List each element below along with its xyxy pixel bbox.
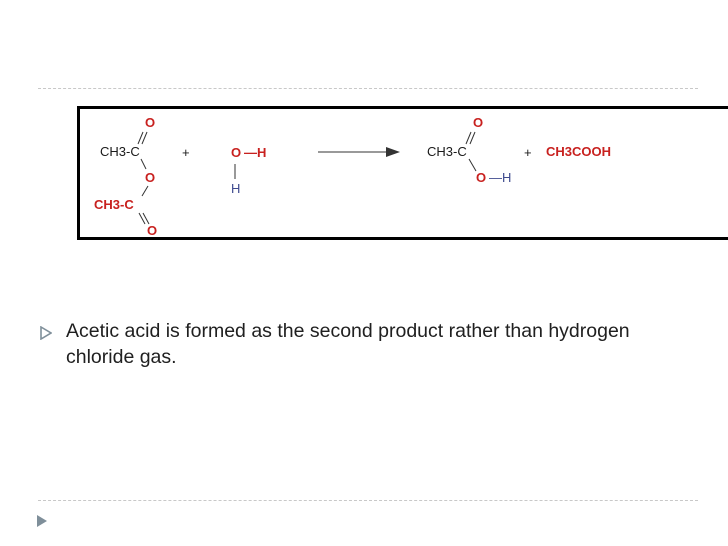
reactant1-double-bond-a [137,131,144,145]
product1-group: CH3-C [427,144,467,159]
reactant1-bond-to-lower [141,185,149,197]
reactant1-top-oxygen: O [145,115,155,130]
bullet-text: Acetic acid is formed as the second prod… [66,320,630,368]
reactant1-bridge-oxygen: O [145,170,155,185]
plus-sign-2: + [524,145,532,160]
top-divider [38,88,698,89]
reactant1-bottom-oxygen: O [147,223,157,237]
reactant1-lower-double-b [142,212,150,225]
bottom-divider [38,500,698,501]
reactant1-bond-to-bridge [140,158,147,170]
product1-double-bond-a [465,131,472,145]
water-oxygen: O [231,145,241,160]
water-bottom-hydrogen: H [231,181,240,196]
water-right-hydrogen: —H [244,145,266,160]
product1-oh-hydrogen: —H [489,170,511,185]
reactant1-lower-double-a [138,212,146,225]
product1-oh-oxygen: O [476,170,486,185]
reactant1-double-bond-b [141,131,148,145]
plus-sign-1: + [182,145,190,160]
reaction-diagram-svg: O CH3-C O CH3-C O + O —H H O CH3-C O —H … [94,115,611,237]
product2-acetic-acid: CH3COOH [546,144,611,159]
product1-top-oxygen: O [473,115,483,130]
product1-bond-to-oh [468,158,477,172]
reaction-diagram: O CH3-C O CH3-C O + O —H H O CH3-C O —H … [77,106,728,240]
reaction-arrow-head [386,147,400,157]
corner-triangle-icon [37,515,47,527]
bullet-triangle-icon [40,326,52,340]
product1-double-bond-b [469,131,476,145]
reactant1-upper-group: CH3-C [100,144,140,159]
reactant1-lower-group: CH3-C [94,197,134,212]
